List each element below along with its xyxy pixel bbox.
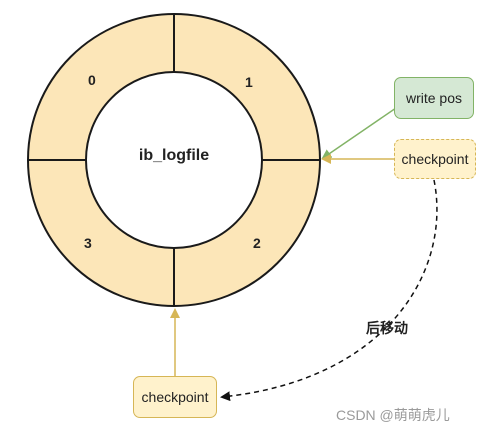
move-label: 后移动 xyxy=(366,320,408,336)
segment-label-2: 2 xyxy=(253,235,261,251)
write-pos-label: write pos xyxy=(405,90,463,106)
write-pos-box: write pos xyxy=(394,77,474,119)
segment-label-1: 1 xyxy=(245,74,253,90)
segment-label-3: 3 xyxy=(84,235,92,251)
checkpoint-bottom-label: checkpoint xyxy=(141,389,209,405)
segment-label-0: 0 xyxy=(88,72,96,88)
checkpoint-right-label: checkpoint xyxy=(401,151,469,167)
center-label: ib_logfile xyxy=(138,147,210,164)
move-dashed-arrow xyxy=(220,179,438,402)
write-pos-arrow xyxy=(321,107,397,160)
watermark: CSDN @萌萌虎儿 xyxy=(336,407,450,423)
checkpoint-box-right: checkpoint xyxy=(394,139,476,179)
checkpoint-box-bottom: checkpoint xyxy=(133,376,217,418)
